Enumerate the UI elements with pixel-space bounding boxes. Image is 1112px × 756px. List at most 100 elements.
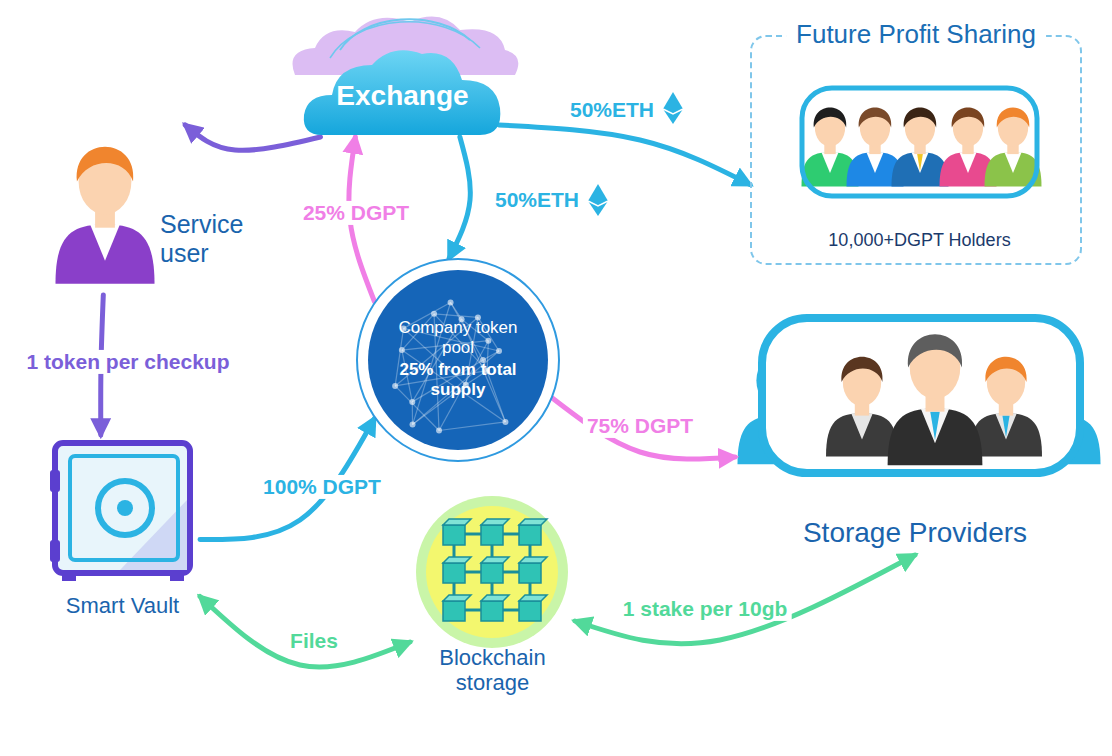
safe-icon	[50, 443, 190, 581]
orbit-arc	[340, 19, 470, 50]
block-cube	[519, 525, 541, 545]
person-body	[888, 408, 983, 465]
eth-diamond	[588, 184, 608, 216]
eth-line	[663, 109, 683, 114]
flow-label: 50%ETH	[566, 98, 658, 122]
block-cube	[481, 563, 503, 583]
flow-arrow	[449, 137, 470, 258]
safe-foot	[62, 573, 76, 581]
block-cube-top	[519, 519, 547, 525]
flow-label: 25% DGPT	[299, 201, 413, 225]
flow-label: Files	[286, 629, 342, 653]
network-dot	[409, 399, 415, 405]
flow-label: 1 token per checkup	[22, 350, 233, 374]
providers-frame	[762, 318, 1080, 473]
network-dot	[485, 338, 491, 344]
block-cube	[443, 601, 465, 621]
token-pool-circle: Company token pool25% from total supply	[356, 258, 560, 462]
person-hair	[77, 147, 134, 182]
eth-icon	[663, 92, 683, 124]
person-figure	[985, 108, 1042, 187]
network-dot	[502, 419, 508, 425]
block-cube	[481, 525, 503, 545]
flow-arrow	[553, 398, 735, 459]
node-title: Company token pool	[393, 318, 523, 357]
person-shirt	[921, 408, 949, 443]
node-title: Smart Vault	[45, 593, 200, 618]
holders-group: 10,000+DGPT Holders	[797, 85, 1042, 260]
person-hair	[997, 108, 1030, 128]
safe-hinge	[50, 470, 60, 492]
glow-ring	[416, 496, 568, 648]
pool-ring	[357, 259, 559, 461]
block-cube	[443, 525, 465, 545]
node-title: Service user	[160, 210, 260, 268]
block-cube-top	[519, 595, 547, 601]
flow-label: 1 stake per 10gb	[619, 597, 792, 621]
person-figure	[892, 108, 949, 187]
smart-vault: Smart Vault	[45, 435, 200, 625]
blockchain-storage: Blockchain storage	[410, 495, 575, 705]
flow-arrow	[499, 125, 750, 185]
network-dot	[448, 299, 454, 305]
person-hair	[859, 108, 892, 128]
flow-label: 100% DGPT	[259, 475, 385, 499]
node-body: 25% from total supply	[378, 360, 538, 399]
person-shirt	[851, 413, 873, 439]
block-cube-top	[443, 519, 471, 525]
node-title: Storage Providers	[735, 517, 1095, 549]
block-cube-top	[481, 595, 509, 601]
person-body	[56, 224, 155, 283]
node-title: Blockchain storage	[410, 645, 575, 696]
block-cube-top	[519, 557, 547, 563]
person-hair	[814, 108, 847, 128]
block-cube-top	[481, 519, 509, 525]
person-tie	[872, 154, 878, 171]
block-cube	[443, 563, 465, 583]
eth-line	[588, 201, 608, 206]
network-dot	[496, 348, 502, 354]
storage-providers: Storage Providers	[735, 310, 1095, 555]
person-tie	[917, 154, 923, 171]
holders-frame	[802, 88, 1037, 196]
node-title: 10,000+DGPT Holders	[797, 230, 1042, 251]
network-line	[434, 314, 478, 318]
block-cube	[519, 563, 541, 583]
network-line	[439, 422, 505, 431]
safe-knob	[117, 500, 133, 516]
person-tie	[1002, 416, 1009, 438]
safe-door	[70, 456, 178, 560]
block-cube	[519, 601, 541, 621]
person-shirt	[1004, 152, 1021, 173]
flow-label: 50%ETH	[491, 188, 583, 212]
person-tie	[930, 412, 939, 440]
safe-dial	[98, 481, 152, 535]
service-user: Service user	[55, 125, 265, 295]
person-hair	[952, 108, 985, 128]
node-title: Future Profit Sharing	[786, 20, 1046, 50]
person-shirt	[90, 224, 120, 260]
flow-arrow	[575, 555, 915, 644]
network-dot	[392, 383, 398, 389]
pool-core	[368, 270, 548, 450]
person-figure	[970, 357, 1042, 457]
network-line	[412, 402, 413, 425]
node-title: Exchange	[300, 80, 505, 112]
safe-hinge	[50, 540, 60, 562]
person-body	[826, 413, 898, 456]
block-cube-top	[481, 557, 509, 563]
safe-foot	[170, 573, 184, 581]
person-shirt	[959, 152, 976, 173]
blockchain-icon	[416, 496, 568, 648]
person-hair	[841, 357, 882, 382]
block-cube	[481, 601, 503, 621]
profit-sharing-box: Future Profit Sharing10,000+DGPT Holders	[750, 35, 1082, 265]
eth-diamond	[663, 92, 683, 124]
block-cube-top	[443, 595, 471, 601]
person-hair	[908, 334, 962, 367]
flow-arrow	[185, 125, 320, 150]
block-cube-top	[443, 557, 471, 563]
person-shirt	[821, 152, 838, 173]
